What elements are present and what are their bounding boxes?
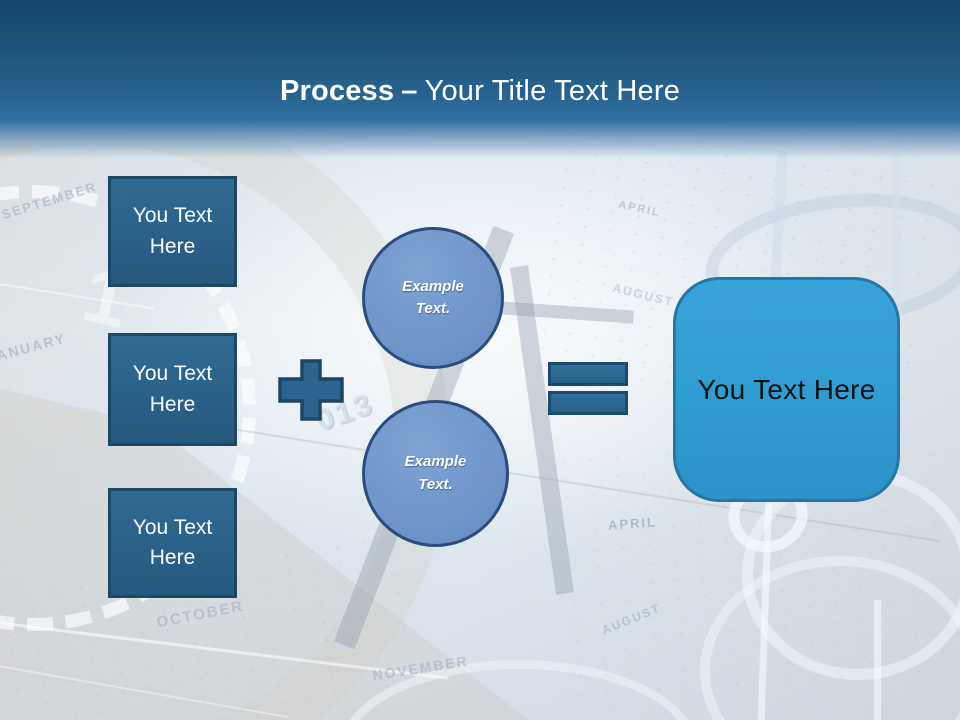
title-emphasis: Process (279, 75, 395, 108)
example-circle-2-label: Example Text. (404, 453, 467, 493)
plus-icon[interactable] (278, 359, 344, 421)
binder-wire-top-right (893, 140, 901, 320)
input-box-1[interactable]: You Text Here (108, 176, 237, 287)
equals-icon[interactable] (548, 362, 628, 415)
example-circle-2[interactable]: Example Text. (362, 400, 509, 547)
result-box-label: You Text Here (697, 373, 876, 405)
equals-bar-bottom (548, 391, 628, 415)
input-box-3[interactable]: You Text Here (108, 488, 237, 598)
input-box-1-label: You Text Here (132, 204, 213, 258)
binder-ring-lower (700, 556, 960, 720)
result-box[interactable]: You Text Here (673, 277, 900, 502)
header-band (0, 0, 960, 158)
input-box-2-label: You Text Here (132, 362, 213, 416)
example-circle-1[interactable]: Example Text. (362, 227, 504, 369)
slide-title[interactable]: Process–Your Title Text Here (0, 75, 960, 108)
title-rest: Your Title Text Here (424, 75, 681, 108)
binder-wire-bottom-right (874, 600, 881, 720)
example-circle-1-label: Example Text. (402, 277, 464, 318)
equals-bar-top (548, 362, 628, 386)
title-separator: – (401, 75, 418, 108)
input-box-3-label: You Text Here (132, 515, 213, 569)
input-box-2[interactable]: You Text Here (108, 333, 237, 446)
